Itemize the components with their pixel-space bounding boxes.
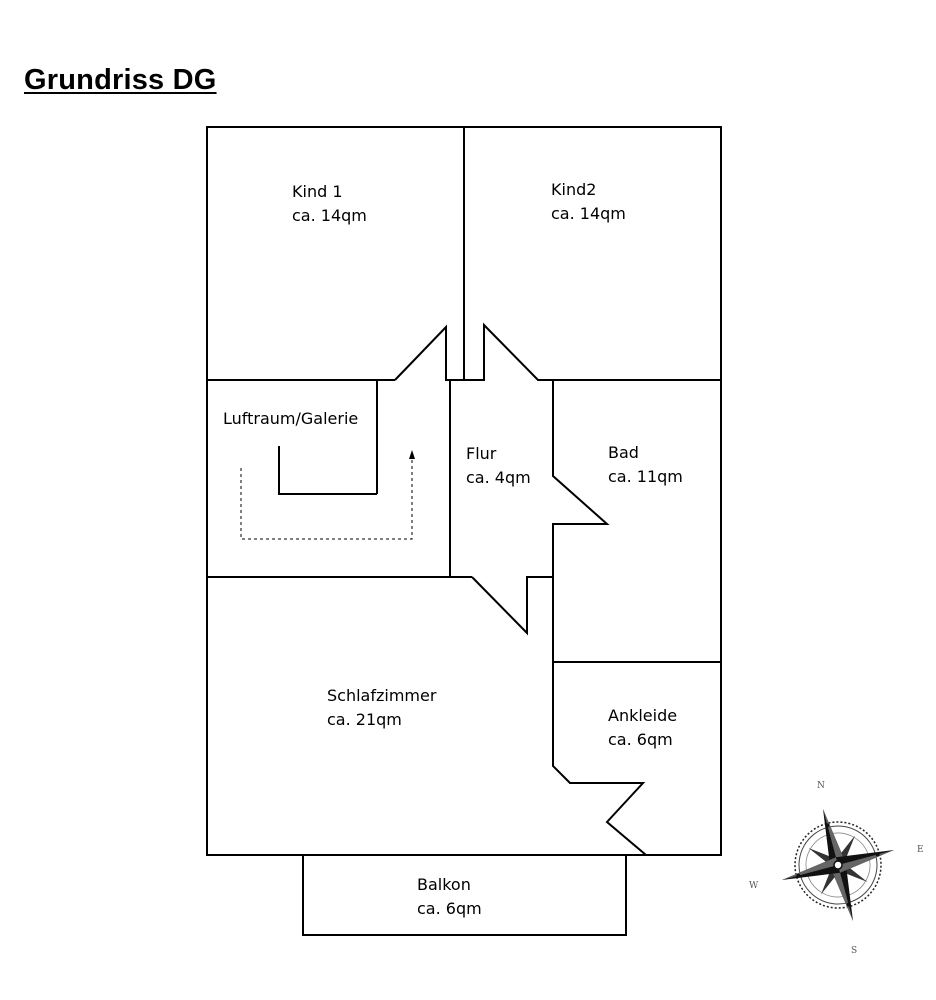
door-kind2	[464, 322, 721, 381]
room-balkon-area: ca. 6qm	[417, 899, 482, 918]
room-bad-area: ca. 11qm	[608, 467, 683, 486]
room-ankleide-area: ca. 6qm	[608, 730, 673, 749]
compass-north-label: N	[817, 781, 825, 791]
room-kind1-area: ca. 14qm	[292, 206, 367, 225]
door-schlafzimmer	[471, 576, 553, 636]
room-kind2-area: ca. 14qm	[551, 204, 626, 223]
room-kind1-name: Kind 1	[292, 182, 343, 201]
compass-south-label: S	[851, 946, 857, 956]
stair-path	[240, 458, 413, 540]
door-ankleide	[552, 662, 647, 856]
compass-rose-icon	[781, 808, 895, 922]
room-flur-name: Flur	[466, 444, 497, 463]
room-kind2-name: Kind2	[551, 180, 596, 199]
page-title: Grundriss DG	[24, 64, 217, 96]
room-balkon-name: Balkon	[417, 875, 471, 894]
room-schlafzimmer-area: ca. 21qm	[327, 710, 402, 729]
balcony-outline	[302, 854, 627, 936]
door-kind1	[394, 324, 464, 381]
room-luftraum-name: Luftraum/Galerie	[223, 409, 358, 428]
room-ankleide-name: Ankleide	[608, 706, 677, 725]
stair-arrow-icon	[409, 450, 415, 459]
room-flur-area: ca. 4qm	[466, 468, 531, 487]
compass-west-label: W	[749, 881, 759, 891]
room-bad-name: Bad	[608, 443, 639, 462]
room-schlafzimmer-name: Schlafzimmer	[327, 686, 437, 705]
door-bad	[552, 380, 610, 662]
compass-east-label: E	[917, 845, 924, 855]
stair-opening	[278, 446, 377, 495]
